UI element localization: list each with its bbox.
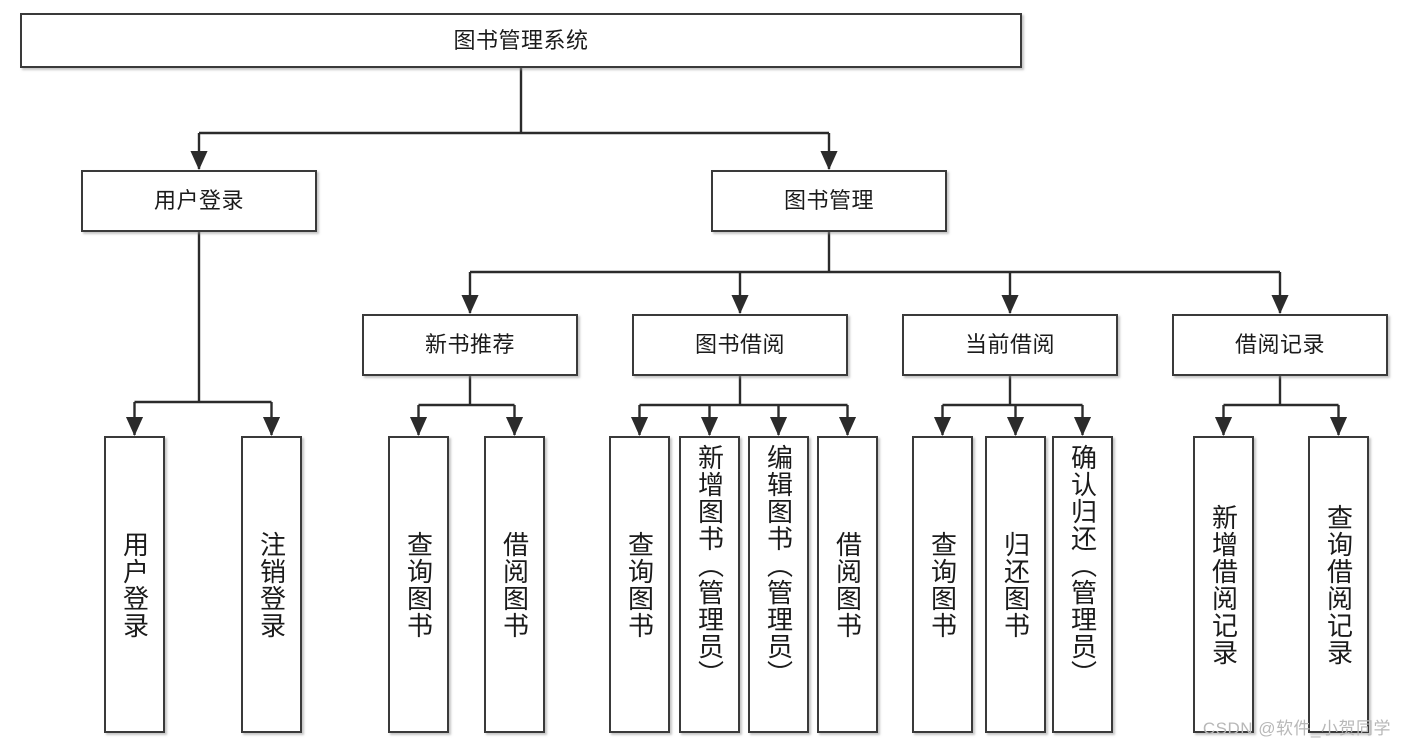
node-label: 新书推荐 <box>424 332 515 358</box>
node-label: 归还图书 <box>1000 530 1031 639</box>
node-c-return[interactable]: 归还图书 <box>985 436 1046 733</box>
node-l-logout[interactable]: 注销登录 <box>241 436 302 733</box>
node-c-confirm[interactable]: 确认归还（管理员） <box>1052 436 1113 733</box>
node-label: 借阅图书 <box>499 530 530 639</box>
node-r-query[interactable]: 查询借阅记录 <box>1308 436 1369 733</box>
node-b-query[interactable]: 查询图书 <box>609 436 670 733</box>
node-label: 编辑图书（管理员） <box>763 444 794 687</box>
node-label: 用户登录 <box>153 188 244 214</box>
node-label: 查询图书 <box>624 530 655 639</box>
node-root[interactable]: 图书管理系统 <box>20 13 1022 68</box>
node-bookmgmt[interactable]: 图书管理 <box>711 170 947 232</box>
node-records[interactable]: 借阅记录 <box>1172 314 1388 376</box>
node-label: 确认归还（管理员） <box>1067 444 1098 687</box>
node-label: 注销登录 <box>256 530 287 639</box>
node-label: 借阅记录 <box>1234 332 1325 358</box>
node-label: 查询图书 <box>927 530 958 639</box>
node-label: 新增图书（管理员） <box>694 444 725 687</box>
connector-paths <box>125 68 1348 436</box>
node-label: 图书管理系统 <box>453 27 589 53</box>
node-label: 图书管理 <box>783 188 874 214</box>
node-current[interactable]: 当前借阅 <box>902 314 1118 376</box>
node-b-add[interactable]: 新增图书（管理员） <box>679 436 740 733</box>
node-n-query[interactable]: 查询图书 <box>388 436 449 733</box>
node-label: 当前借阅 <box>964 332 1055 358</box>
node-label: 图书借阅 <box>694 332 785 358</box>
node-label: 查询图书 <box>403 530 434 639</box>
node-login[interactable]: 用户登录 <box>81 170 317 232</box>
node-b-lend[interactable]: 借阅图书 <box>817 436 878 733</box>
node-label: 借阅图书 <box>832 530 863 639</box>
node-l-login[interactable]: 用户登录 <box>104 436 165 733</box>
node-r-add[interactable]: 新增借阅记录 <box>1193 436 1254 733</box>
node-label: 新增借阅记录 <box>1208 503 1239 666</box>
node-label: 用户登录 <box>119 530 150 639</box>
node-borrow[interactable]: 图书借阅 <box>632 314 848 376</box>
node-b-edit[interactable]: 编辑图书（管理员） <box>748 436 809 733</box>
watermark: CSDN @软件_小贺同学 <box>1202 719 1391 738</box>
node-c-query[interactable]: 查询图书 <box>912 436 973 733</box>
node-label: 查询借阅记录 <box>1323 503 1354 666</box>
node-n-borrow[interactable]: 借阅图书 <box>484 436 545 733</box>
node-newbook[interactable]: 新书推荐 <box>362 314 578 376</box>
